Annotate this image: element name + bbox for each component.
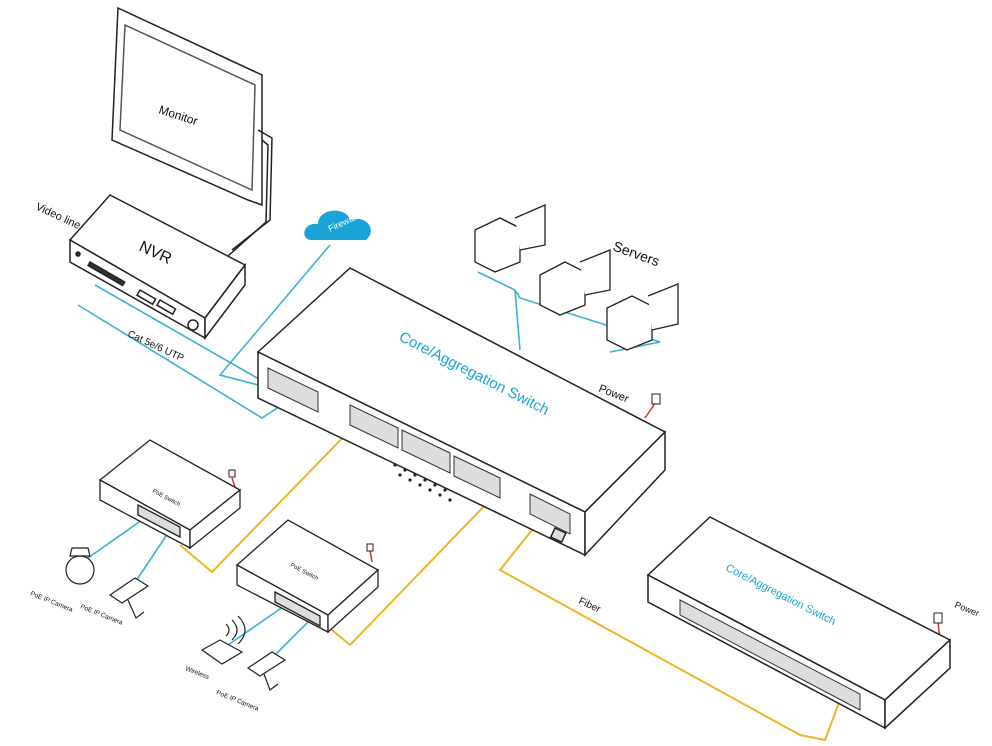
- poe-switch-1-outlet: [228, 469, 236, 478]
- monitor: [111, 6, 273, 257]
- poe-cam-3-label: PoE IP Camera: [215, 689, 260, 713]
- power-main-cable: [644, 401, 657, 419]
- fiber-poe1: [179, 419, 361, 574]
- fiber-core2: [498, 519, 841, 742]
- core-switch-2: [646, 516, 952, 730]
- power-2-outlet: [933, 612, 943, 624]
- servers-label: Servers: [611, 238, 662, 270]
- power-main-outlet: [651, 393, 661, 405]
- fiber-label: Fiber: [577, 596, 603, 616]
- wireless-cable: [227, 601, 291, 646]
- cam1-cable: [77, 519, 143, 566]
- poe-cam-1-label: PoE IP Camera: [29, 590, 74, 614]
- utp-cables: [77, 244, 661, 669]
- cable-label: Cat 5e/6 UTP: [126, 329, 186, 365]
- nvr: [68, 194, 247, 341]
- video-line-label: Video line: [34, 201, 83, 232]
- poe-switch-1: [98, 439, 242, 550]
- firewall: [304, 210, 371, 240]
- poe-switch-2: [235, 519, 380, 634]
- wireless-ap: [200, 615, 246, 665]
- core-switch-vents: [393, 463, 452, 502]
- core-switch: [256, 267, 667, 557]
- bullet-camera-2: [246, 651, 287, 691]
- fiber-cables: [179, 419, 841, 742]
- servers: [474, 204, 679, 351]
- power-poe2-cable: [369, 549, 373, 563]
- nvr-cable: [77, 304, 283, 419]
- bullet-camera-1: [108, 577, 150, 619]
- poe-switch-2-outlet: [366, 543, 374, 552]
- fiber-poe2: [325, 499, 491, 647]
- wireless-label: Wireless: [184, 665, 210, 681]
- dome-camera: [65, 547, 95, 585]
- power-2-label: Power: [953, 600, 980, 619]
- poe-cam-2-label: PoE IP Camera: [79, 603, 124, 627]
